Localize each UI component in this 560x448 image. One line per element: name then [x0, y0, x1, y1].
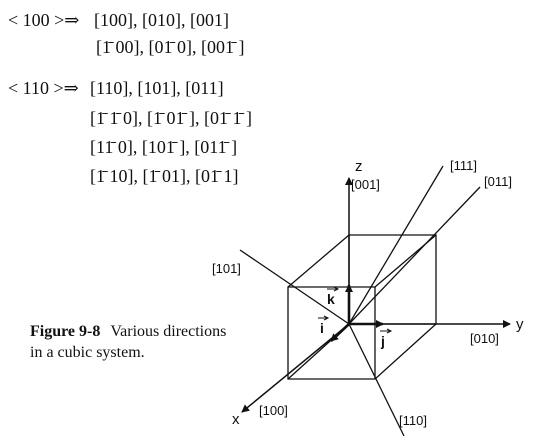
unit-j-label: j	[380, 333, 385, 349]
direction-101-line	[239, 249, 350, 325]
unit-k-label-group: k	[327, 286, 340, 307]
figure-caption: Figure 9-8 Various directions in a cubic…	[30, 321, 226, 363]
dir-001-label: [001]	[351, 177, 380, 192]
family-110-row-3: [11̄ 0], [101̄ ], [011̄ ]	[90, 137, 238, 157]
family-110-row-1: [110], [101], [011]	[90, 78, 224, 98]
caption-line-2: in a cubic system.	[30, 344, 145, 361]
caption-line-1: Various directions	[110, 323, 227, 340]
direction-110-line	[348, 323, 405, 437]
unit-j-overarrow-head	[386, 328, 393, 334]
unit-vector-i	[330, 323, 350, 342]
direction-011-line	[348, 186, 481, 325]
family-110-lead: < 110 >⇒	[8, 78, 79, 98]
caption-title: Figure 9-8	[30, 323, 101, 340]
x-axis	[241, 323, 350, 413]
dir-111-label: [111]	[450, 158, 477, 173]
dir-110-label: [110]	[399, 413, 427, 428]
dir-100-label: [100]	[259, 403, 288, 418]
unit-k-label: k	[327, 291, 335, 307]
unit-i-overarrow-head	[323, 315, 330, 321]
family-100-lead: < 100 >⇒	[8, 10, 80, 30]
family-110-row-2: [1̄ 1̄ 0], [1̄ 01̄ ], [01̄ 1̄ ]	[90, 108, 252, 128]
dir-011-label: [011]	[484, 174, 512, 189]
unit-j-label-group: j	[380, 328, 393, 349]
cube-edge-bottom-right	[374, 323, 437, 380]
x-axis-label: x	[232, 411, 240, 428]
unit-i-label-group: i	[318, 315, 330, 336]
dir-010-label: [010]	[470, 331, 499, 346]
dir-101-label: [101]	[212, 261, 241, 276]
family-110-row-4: [1̄ 10], [1̄ 01], [01̄ 1]	[90, 166, 239, 186]
unit-k-overarrow-head	[333, 286, 340, 292]
family-100-row-1: [100], [010], [001]	[94, 10, 229, 30]
z-axis-label: z	[355, 158, 363, 175]
direction-111-line	[348, 165, 444, 325]
unit-i-label: i	[320, 320, 324, 336]
cube-edge-top-left	[287, 234, 350, 288]
y-axis-label: y	[516, 316, 524, 333]
family-100-row-2: [1̄ 00], [01̄ 0], [001̄ ]	[96, 37, 245, 57]
